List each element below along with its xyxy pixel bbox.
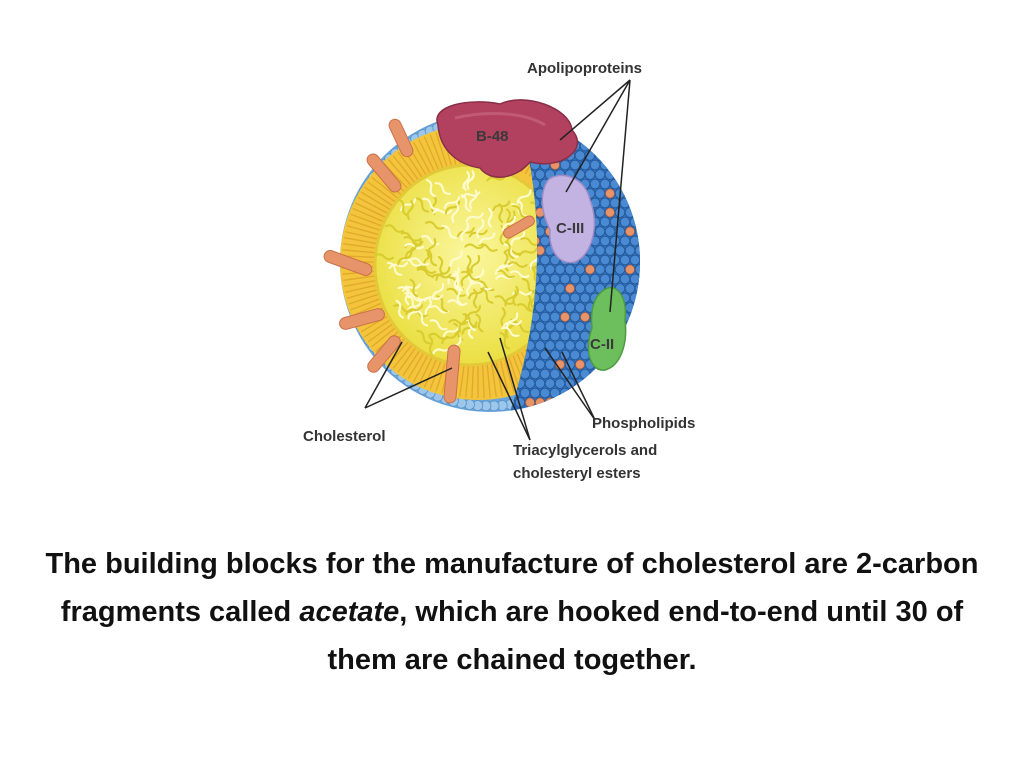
b48-label: B-48 [476, 128, 509, 145]
c2-label: C-II [590, 336, 614, 353]
apolipoprotein-b48 [436, 99, 579, 178]
triacylglycerols-label-line1: Triacylglycerols and [513, 442, 657, 459]
caption-text-part2: , which are hooked end-to-end until 30 o… [327, 596, 964, 676]
slide-caption: The building blocks for the manufacture … [40, 540, 984, 684]
triacylglycerols-label-line2: cholesteryl esters [513, 465, 641, 482]
caption-emphasis-acetate: acetate [299, 596, 400, 628]
apolipoprotein-c3 [541, 174, 596, 264]
triacylglycerol-molecules [374, 170, 567, 356]
apolipoproteins-label: Apolipoproteins [527, 60, 642, 77]
cholesterol-molecules [323, 118, 535, 404]
lipoprotein-diagram: Apolipoproteins B-48 C-III C-II Choleste… [303, 60, 695, 482]
phospholipids-label: Phospholipids [592, 415, 695, 432]
apolipoprotein-c2 [587, 287, 627, 371]
c3-label: C-III [556, 220, 584, 237]
leader-lines [364, 79, 631, 441]
caption-text-part1: The building blocks for the manufacture … [45, 548, 979, 628]
lipoprotein-particle [323, 99, 640, 412]
cholesterol-label: Cholesterol [303, 428, 386, 445]
